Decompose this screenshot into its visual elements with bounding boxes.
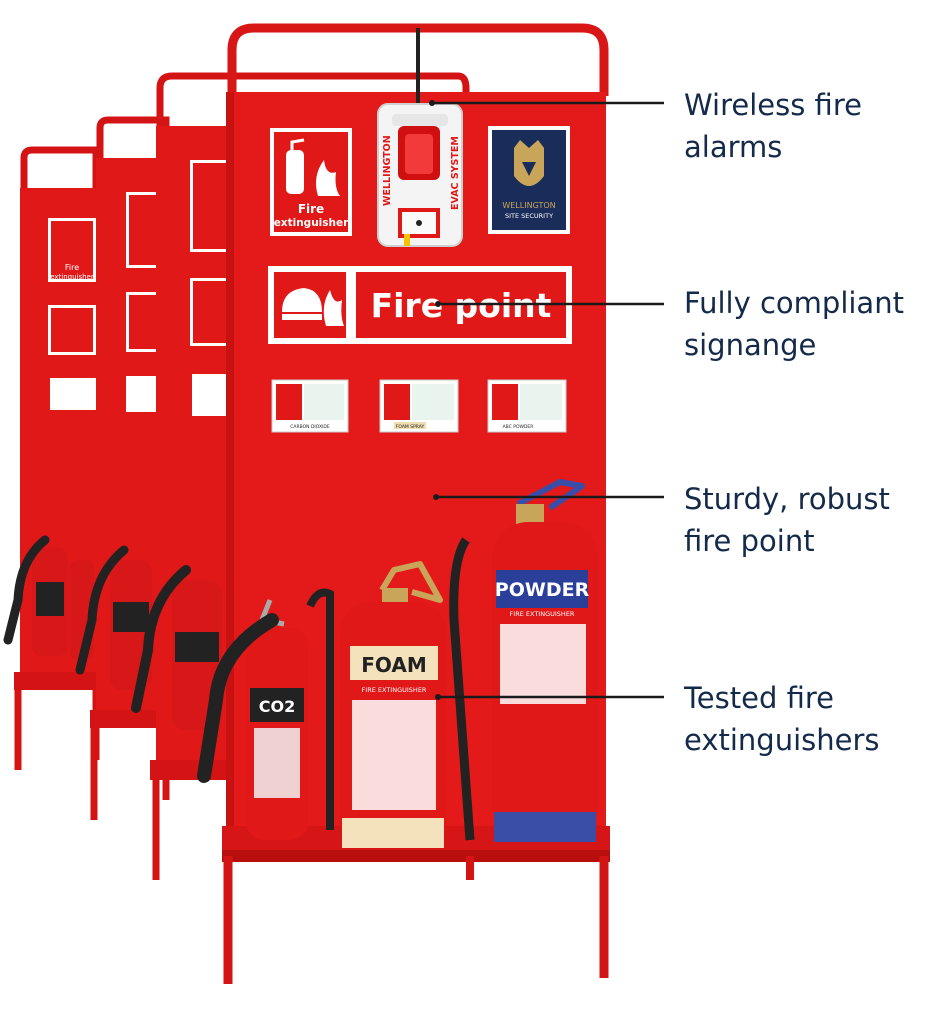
callout-line: Tested fire bbox=[684, 681, 834, 715]
main-fire-point-stand: Fire extinguisher WELLINGTON EVAC SYSTEM bbox=[197, 23, 610, 984]
back-sign-text-2: extinguisher bbox=[50, 273, 94, 281]
callout-line: extinguishers bbox=[684, 723, 880, 757]
callout-line: Fully compliant bbox=[684, 286, 904, 320]
logo-text-wellington: WELLINGTON bbox=[502, 201, 555, 210]
foam-label: FOAM bbox=[361, 653, 427, 677]
callout-sturdy-stand: Sturdy, robust fire point bbox=[684, 478, 934, 562]
id-sign-foam: FOAM SPRAY bbox=[379, 379, 459, 433]
id-sign-label: FOAM SPRAY bbox=[396, 424, 425, 430]
co2-extinguisher: CO2 bbox=[197, 599, 308, 840]
leader-lines bbox=[429, 100, 664, 700]
foam-subtitle: FIRE EXTINGUISHER bbox=[362, 686, 427, 694]
alarm-system-text: EVAC SYSTEM bbox=[450, 136, 461, 210]
sign-text-extinguisher: extinguisher bbox=[274, 217, 349, 229]
powder-label: POWDER bbox=[495, 579, 590, 601]
fire-hose-icon bbox=[282, 288, 322, 320]
foam-extinguisher: FOAM FIRE EXTINGUISHER bbox=[306, 561, 446, 848]
id-sign-label: ABC POWDER bbox=[503, 424, 534, 430]
fire-alarm-icon bbox=[398, 126, 440, 180]
fire-point-text: Fire point bbox=[371, 286, 552, 325]
call-point-icon bbox=[398, 208, 440, 238]
wireless-fire-alarm: WELLINGTON EVAC SYSTEM bbox=[377, 28, 463, 247]
callout-line: Sturdy, robust bbox=[684, 482, 890, 516]
back-stand-4: Fire extinguisher bbox=[3, 146, 100, 770]
sign-text-fire: Fire bbox=[298, 202, 324, 216]
callout-line: signange bbox=[684, 328, 817, 362]
callout-line: Wireless fire bbox=[684, 88, 862, 122]
callout-compliant-signage: Fully compliant signange bbox=[684, 282, 934, 366]
id-sign-powder: ABC POWDER bbox=[487, 379, 567, 433]
back-stand-3 bbox=[75, 116, 170, 820]
powder-extinguisher: POWDER FIRE EXTINGUISHER bbox=[449, 479, 598, 842]
callout-line: fire point bbox=[684, 524, 815, 558]
extinguisher-icon bbox=[286, 138, 305, 194]
powder-subtitle: FIRE EXTINGUISHER bbox=[510, 610, 575, 618]
back-sign-text: Fire bbox=[65, 263, 79, 272]
id-sign-co2: CARBON DIOXIDE bbox=[271, 379, 349, 433]
back-stand-2 bbox=[131, 72, 470, 880]
co2-label: CO2 bbox=[259, 697, 295, 716]
lion-crest-icon bbox=[514, 140, 544, 186]
id-sign-label: CARBON DIOXIDE bbox=[290, 424, 330, 430]
alarm-brand-text: WELLINGTON bbox=[382, 135, 393, 206]
logo-text-site-security: SITE SECURITY bbox=[505, 212, 553, 220]
callout-line: alarms bbox=[684, 130, 783, 164]
wellington-logo: WELLINGTON SITE SECURITY bbox=[488, 126, 570, 234]
flame-icon bbox=[323, 290, 344, 326]
callout-tested-extinguishers: Tested fire extinguishers bbox=[684, 677, 934, 761]
callout-wireless-alarms: Wireless fire alarms bbox=[684, 84, 934, 168]
fire-extinguisher-sign: Fire extinguisher bbox=[270, 128, 352, 236]
flame-icon bbox=[316, 160, 340, 196]
